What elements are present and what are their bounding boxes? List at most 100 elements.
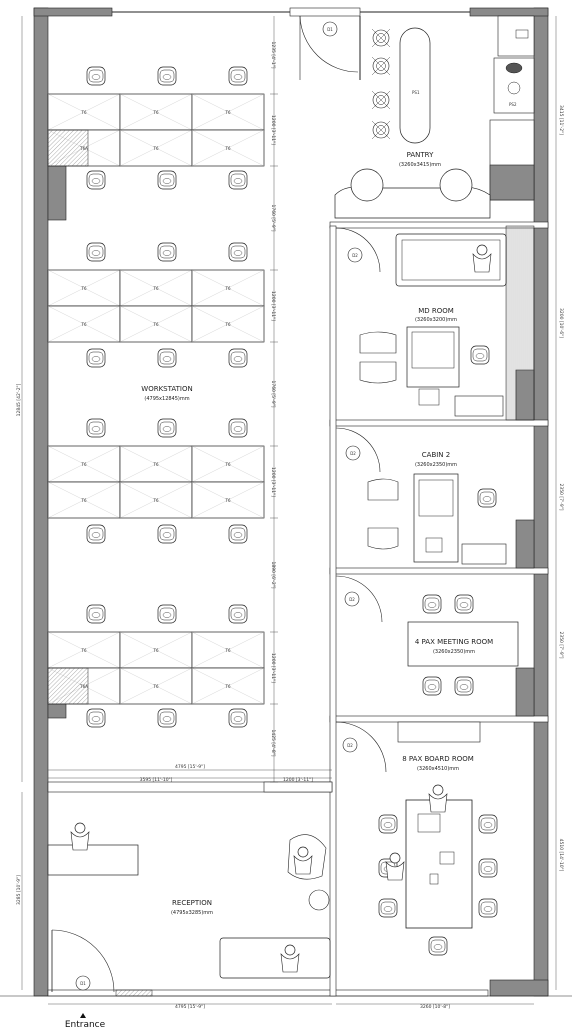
desk-tag: T6: [153, 110, 159, 115]
workstation-chair: [157, 348, 177, 368]
md-room-size: (3260x3200)mm: [415, 317, 457, 323]
reception-size: (4795x3285)mm: [171, 910, 213, 916]
workstation-label: WORKSTATION: [141, 385, 192, 393]
dim-right-cabin: 2350 [7'-9"]: [558, 483, 564, 510]
entrance-marker: Entrance: [65, 1013, 106, 1030]
workstation-dimension-label: 1200 [3'-11"]: [270, 115, 276, 145]
dim-right-board: 4510 [14'-10"]: [558, 839, 564, 872]
workstation-chair: [86, 348, 106, 368]
workstation-chair: [86, 170, 106, 190]
workstation-chair: [157, 418, 177, 438]
door-label-d1-top: D1: [327, 27, 333, 32]
meeting-room-label: 4 PAX MEETING ROOM: [415, 638, 493, 646]
svg-text:PS2: PS2: [509, 102, 517, 107]
workstation-chair: [157, 708, 177, 728]
pantry-label: PANTRY: [407, 151, 434, 159]
desk-tag: T6: [153, 286, 159, 291]
cabin-2-size: (3260x2350)mm: [415, 462, 457, 468]
desk-tag: T6: [225, 462, 231, 467]
workstation-chair: [228, 524, 248, 544]
workstation-area: T6T6T6T6AT6T6T6T6T6T6T6T6T6T6T6T6T6T6T6T…: [47, 66, 265, 728]
workstation-dimension-label: 1760 [5'-9"]: [270, 204, 276, 231]
dimension-lines: [21, 16, 557, 1005]
workstation-dimension-label: 1200 [3'-11"]: [270, 467, 276, 497]
desk-tag: T6: [153, 498, 159, 503]
dim-mid-a: 3595 [11'-10"]: [140, 777, 173, 783]
workstation-chair: [228, 418, 248, 438]
door-d1-bottom: D1: [51, 929, 115, 993]
workstation-dimension-label: 1890 [6'-2"]: [270, 561, 276, 588]
board-room-label: 8 PAX BOARD ROOM: [402, 755, 474, 763]
dim-mid-total: 4795 [15'-9"]: [175, 764, 205, 770]
entrance-label: Entrance: [65, 1020, 106, 1030]
desk-tag: T6: [153, 322, 159, 327]
desk-tag: T6: [153, 684, 159, 689]
dim-right-pantry: 3415 [11'-2"]: [558, 105, 564, 135]
pantry-room: PS1 PS2 PANTRY (3260x3415)mm: [334, 15, 535, 219]
workstation-dimension-label: 1235 [4'-1"]: [270, 41, 276, 68]
workstation-chair: [228, 170, 248, 190]
workstation-chair: [86, 418, 106, 438]
desk-tag: T6: [81, 648, 87, 653]
outer-walls: [0, 7, 572, 997]
workstation-chair: [157, 604, 177, 624]
interior-partitions: [47, 16, 549, 997]
hatched-desk-panel: [47, 129, 89, 167]
dim-right-meeting: 2350 [7'-9"]: [558, 631, 564, 658]
cabin-2-label: CABIN 2: [422, 451, 450, 459]
md-room: D2 MD ROOM (3260x3200)mm: [335, 227, 507, 417]
board-room-size: (3260x4510)mm: [417, 766, 459, 772]
door-d1-top: D1: [299, 15, 359, 73]
desk-tag: T6: [225, 498, 231, 503]
workstation-chair: [86, 242, 106, 262]
desk-tag: T6: [81, 286, 87, 291]
workstation-chair: [157, 170, 177, 190]
desk-tag: T6: [225, 286, 231, 291]
workstation-dimension-label: 1200 [3'-11"]: [270, 291, 276, 321]
dim-right-md: 3200 [10'-6"]: [558, 308, 564, 338]
workstation-dimension-label: 1760 [5'-9"]: [270, 380, 276, 407]
workstation-chair: [228, 708, 248, 728]
workstation-dimensions: 1235 [4'-1"] 1200 [3'-11"] 1760 [5'-9"] 120…: [270, 41, 278, 783]
workstation-chair: [86, 604, 106, 624]
cabin-2: D2 CABIN 2 (3260x2350)mm: [335, 427, 507, 565]
desk-tag: T6: [81, 110, 87, 115]
meeting-room-size: (3260x2350)mm: [433, 649, 475, 655]
dim-mid-b: 1200 [3'-11"]: [283, 777, 313, 783]
workstation-chair: [86, 524, 106, 544]
workstation-dimension-label: 1425 [4'-8"]: [270, 729, 276, 756]
workstation-chair: [228, 348, 248, 368]
desk-tag: T6: [225, 684, 231, 689]
workstation-chair: [228, 242, 248, 262]
workstation-chair: [86, 708, 106, 728]
meeting-room: D2 4 PAX MEETING ROOM (3260x2350)mm: [335, 575, 519, 696]
workstation-chair: [86, 66, 106, 86]
desk-tag: T6: [153, 462, 159, 467]
board-room: D2 8 PAX BOARD ROOM (3260x4510)mm: [335, 721, 498, 956]
workstation-chair: [157, 242, 177, 262]
workstation-size: (4795x12845)mm: [144, 396, 189, 402]
workstation-chair: [157, 66, 177, 86]
door-label-d2-md: D2: [352, 253, 358, 258]
svg-text:PS1: PS1: [412, 90, 420, 95]
dim-bottom-left: 4795 [15'-9"]: [175, 1004, 205, 1010]
door-label-d2-cabin: D2: [350, 451, 356, 456]
door-label-d1-bottom: D1: [80, 981, 86, 986]
door-label-d2-meeting: D2: [349, 597, 355, 602]
desk-tag: T6: [225, 146, 231, 151]
md-room-label: MD ROOM: [418, 307, 454, 315]
desk-tag: T6: [225, 648, 231, 653]
desk-tag: T6: [225, 322, 231, 327]
reception-label: RECEPTION: [172, 899, 212, 907]
desk-tag: T6: [225, 110, 231, 115]
reception-area: RECEPTION (4795x3285)mm: [47, 822, 331, 979]
workstation-dimension-label: 1200 [3'-11"]: [270, 653, 276, 683]
door-label-d2-board: D2: [347, 743, 353, 748]
workstation-chair: [157, 524, 177, 544]
desk-tag: T6: [153, 648, 159, 653]
desk-tag: T6: [81, 322, 87, 327]
desk-tag: T6: [81, 462, 87, 467]
workstation-chair: [228, 66, 248, 86]
dim-left-total: 12845 [42'-2"]: [16, 383, 22, 416]
